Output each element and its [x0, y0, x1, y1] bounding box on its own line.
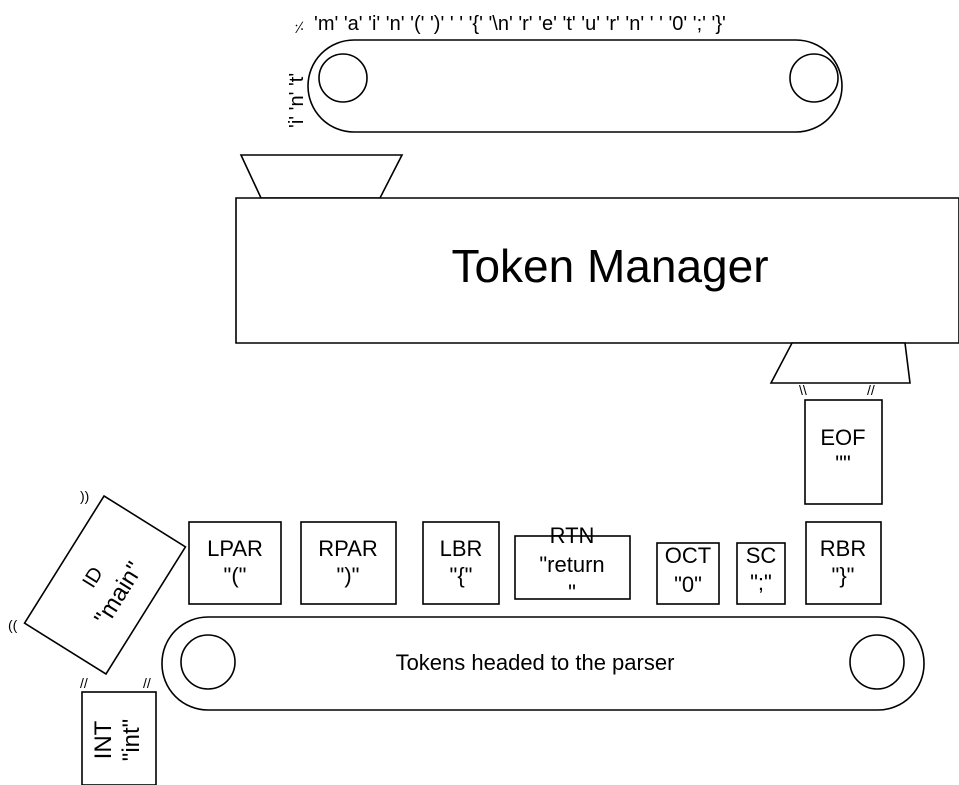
token-eof: \\ // EOF ""	[799, 382, 883, 505]
token-text: ""	[835, 451, 851, 476]
motion-mark: ⸓	[294, 20, 305, 37]
token-id: )) (( ID "main"	[8, 488, 187, 676]
motion-mark: ((	[8, 617, 18, 633]
output-roller-left	[180, 634, 236, 690]
conveyor-label: Tokens headed to the parser	[396, 650, 675, 675]
token-rbr: RBR "}"	[805, 521, 882, 605]
token-box	[514, 535, 631, 600]
token-type: RPAR	[318, 536, 378, 561]
token-type: LBR	[440, 536, 483, 561]
token-text: ")"	[337, 563, 360, 588]
token-box	[804, 399, 883, 505]
token-manager: Token Manager	[235, 154, 959, 384]
token-sc: SC ";"	[736, 542, 786, 605]
token-type: EOF	[820, 425, 865, 450]
motion-mark: //	[80, 675, 88, 691]
token-text: "{"	[450, 563, 473, 588]
token-box	[422, 521, 500, 605]
input-roller-right	[789, 53, 839, 103]
token-type: INT	[90, 720, 117, 759]
token-text: "return	[539, 552, 604, 577]
token-text: "("	[224, 563, 247, 588]
token-text: ";"	[750, 570, 772, 595]
output-hopper	[769, 342, 911, 384]
token-type: LPAR	[207, 536, 263, 561]
input-hopper	[239, 154, 404, 199]
token-box	[805, 521, 882, 605]
input-belt	[307, 39, 843, 133]
motion-mark: ))	[80, 488, 89, 504]
input-characters: 'm' 'a' 'i' 'n' '(' ')' ' ' '{' '\n' 'r'…	[314, 13, 726, 35]
manager-body	[235, 197, 959, 344]
output-belt	[161, 616, 925, 711]
token-box	[656, 542, 720, 605]
token-lpar: LPAR "("	[188, 521, 282, 605]
input-conveyor: 'm' 'a' 'i' 'n' '(' ')' ' ' '{' '\n' 'r'…	[286, 13, 843, 133]
output-conveyor: Tokens headed to the parser	[161, 616, 925, 711]
token-text-continued: "	[568, 580, 576, 605]
token-lbr: LBR "{"	[422, 521, 500, 605]
output-roller-right	[849, 634, 905, 690]
token-oct: OCT "0"	[656, 542, 720, 605]
token-box	[300, 521, 397, 605]
input-roller-left	[318, 53, 368, 103]
token-type: OCT	[665, 543, 711, 568]
token-type: RBR	[820, 536, 866, 561]
token-int: // // INT "int"	[80, 675, 157, 785]
motion-mark: \\	[799, 382, 807, 398]
token-text: "0"	[674, 572, 702, 597]
token-rpar: RPAR ")"	[300, 521, 397, 605]
token-type: RTN	[550, 523, 595, 548]
token-box	[736, 542, 786, 605]
token-box	[81, 691, 157, 785]
token-box	[23, 494, 187, 676]
token-box	[188, 521, 282, 605]
token-rtn: RTN "return "	[514, 523, 631, 605]
token-text: "int"	[118, 719, 145, 761]
token-type: SC	[746, 543, 777, 568]
motion-mark: //	[143, 675, 151, 691]
input-characters-vertical: 'i' 'n' 't'	[286, 73, 308, 128]
manager-label: Token Manager	[451, 240, 768, 292]
motion-mark: //	[867, 382, 875, 398]
token-text: "}"	[832, 563, 855, 588]
